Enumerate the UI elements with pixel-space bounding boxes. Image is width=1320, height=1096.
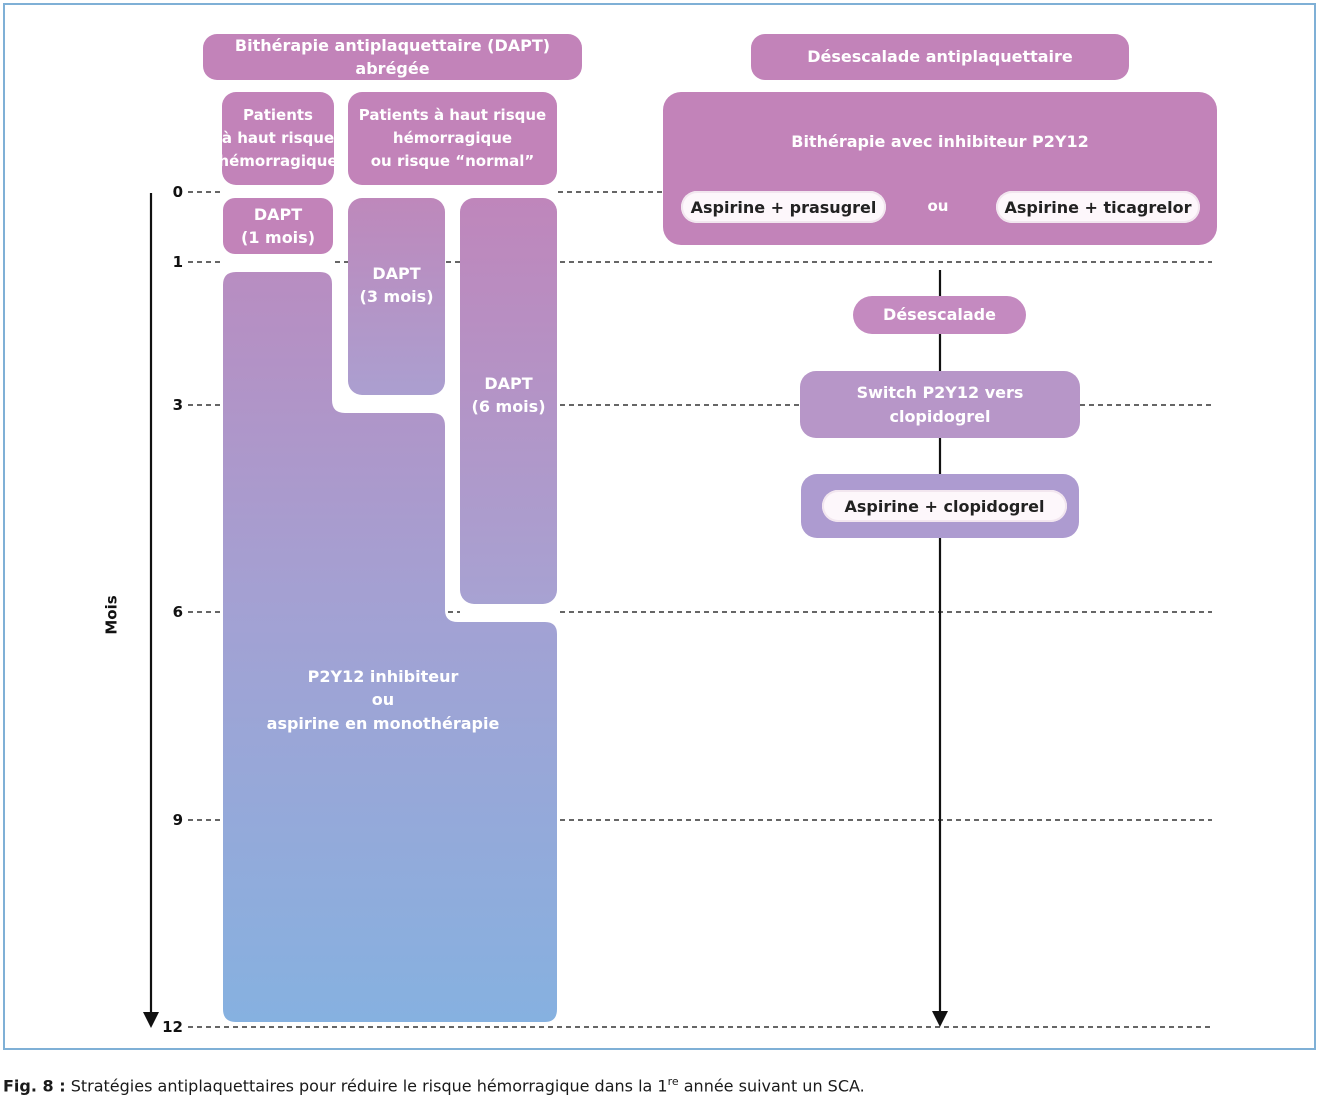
figure-caption: Fig. 8 : Stratégies antiplaquettaires po…: [3, 1075, 865, 1095]
dapt-6-duration: (6 mois): [471, 397, 546, 417]
caption-label: Fig. 8 :: [3, 1076, 66, 1096]
axis-label: Mois: [102, 595, 121, 635]
tick-1: 1: [172, 253, 183, 271]
dapt-1-duration: (1 mois): [241, 228, 315, 247]
monotherapy-line: aspirine en monothérapie: [266, 713, 500, 733]
deescalation-step: Désescalade: [853, 296, 1026, 334]
switch-line: clopidogrel: [889, 406, 991, 426]
group-normal-risk-line: hémorragique: [392, 128, 513, 147]
group-high-risk: Patients à haut risque hémorragique: [218, 92, 338, 185]
option-clopidogrel: Aspirine + clopidogrel: [822, 490, 1067, 522]
caption-text-end: année suivant un SCA.: [678, 1076, 865, 1096]
dapt-1-month: DAPT (1 mois): [223, 198, 333, 254]
tick-9: 9: [172, 811, 183, 829]
monotherapy-label: P2Y12 inhibiteur ou aspirine en monothér…: [223, 664, 543, 736]
timeline-arrowhead: [932, 1011, 948, 1027]
monotherapy-line: ou: [371, 690, 395, 710]
bitherapy-title: Bithérapie avec inhibiteur P2Y12: [791, 132, 1089, 151]
monotherapy-line: P2Y12 inhibiteur: [307, 667, 459, 687]
option-ticagrelor-label: Aspirine + ticagrelor: [1004, 197, 1192, 217]
group-normal-risk-line: ou risque “normal”: [370, 152, 535, 171]
dapt-6-label: DAPT: [484, 374, 533, 393]
caption-sup: re: [667, 1075, 679, 1088]
right-header-label: Désescalade antiplaquettaire: [807, 47, 1073, 67]
dapt-6-months: DAPT (6 mois): [460, 198, 557, 604]
axis-arrowhead: [143, 1012, 159, 1028]
tick-6: 6: [172, 603, 183, 621]
dapt-3-label: DAPT: [372, 264, 421, 283]
group-high-risk-line: hémorragique: [218, 152, 338, 171]
group-high-risk-line: Patients: [243, 105, 313, 124]
monotherapy-shape: [223, 272, 557, 1022]
option-clopidogrel-label: Aspirine + clopidogrel: [844, 496, 1045, 516]
dapt-1-label: DAPT: [253, 204, 303, 224]
option-or: ou: [915, 191, 961, 223]
group-normal-risk-line: Patients à haut risque: [358, 105, 547, 124]
tick-0: 0: [172, 183, 183, 201]
left-header-label: Bithérapie antiplaquettaire (DAPT) abrég…: [234, 35, 551, 78]
dapt-3-duration: (3 mois): [359, 287, 434, 307]
option-prasugrel-label: Aspirine + prasugrel: [690, 197, 877, 217]
group-high-risk-line: à haut risque: [221, 128, 335, 147]
group-normal-risk: Patients à haut risque hémorragique ou r…: [348, 92, 557, 185]
tick-3: 3: [172, 396, 183, 414]
switch-line: Switch P2Y12 vers: [856, 383, 1024, 403]
right-header: Désescalade antiplaquettaire: [751, 34, 1129, 80]
option-ticagrelor: Aspirine + ticagrelor: [996, 191, 1200, 223]
deescalation-label: Désescalade: [883, 305, 996, 325]
dapt-3-months: DAPT (3 mois): [348, 198, 445, 395]
option-or-label: ou: [927, 197, 949, 216]
switch-step: Switch P2Y12 vers clopidogrel: [800, 371, 1080, 438]
caption-text: Stratégies antiplaquettaires pour réduir…: [65, 1076, 668, 1096]
left-header: Bithérapie antiplaquettaire (DAPT) abrég…: [203, 34, 582, 80]
option-prasugrel: Aspirine + prasugrel: [681, 191, 886, 223]
tick-12: 12: [162, 1018, 183, 1036]
